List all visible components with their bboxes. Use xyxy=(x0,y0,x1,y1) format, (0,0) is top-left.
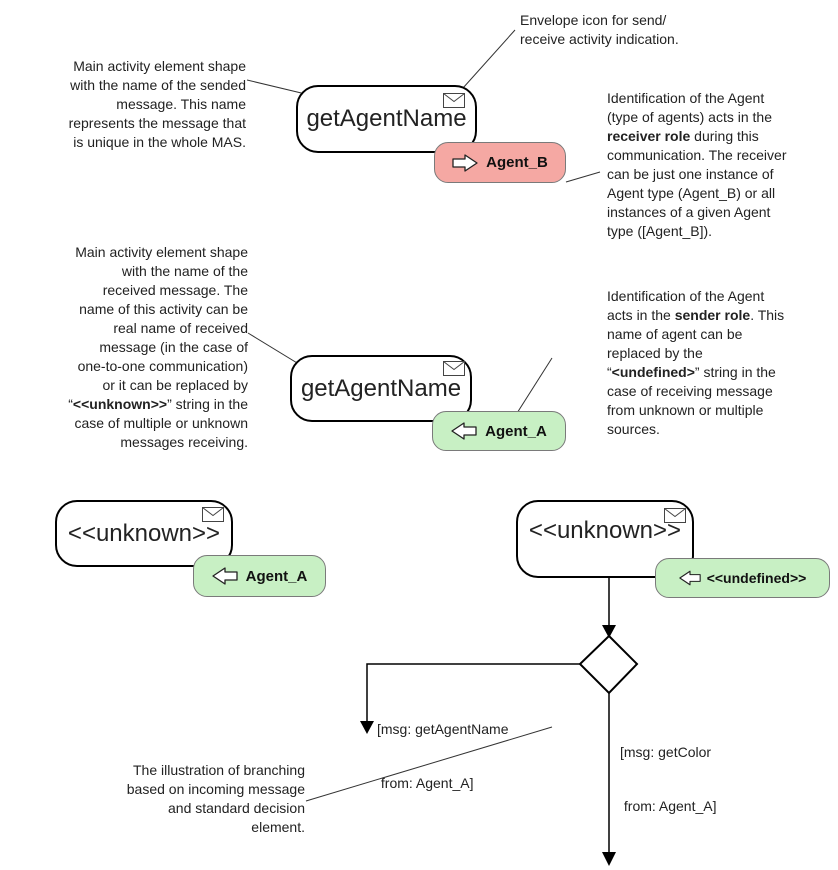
receiver-agent-label: Agent_B xyxy=(486,154,548,171)
envelope-note: Envelope icon for send/ receive activity… xyxy=(520,12,679,47)
envelope-note-leader xyxy=(462,29,516,89)
envelope-icon xyxy=(202,507,224,522)
decision-diamond xyxy=(578,634,639,695)
receive-activity[interactable]: getAgentName xyxy=(290,355,472,422)
branching-note: The illustration of branching based on i… xyxy=(126,762,305,835)
receiver-role-note: Identification of the Agent (type of age… xyxy=(607,90,787,239)
sender-agent-badge-2[interactable]: Agent_A xyxy=(193,555,326,597)
arrow-left-icon xyxy=(678,570,701,586)
arrow-left-icon xyxy=(451,422,477,440)
receive-activity-label: getAgentName xyxy=(300,374,462,402)
guard-left: [msg: getAgentName from: Agent_A] xyxy=(377,721,509,791)
receiver-note-leader xyxy=(565,171,601,183)
unknown-activity-right-label: <<unknown>> xyxy=(528,517,682,544)
receiver-role-keyword: receiver role xyxy=(607,128,691,144)
envelope-icon xyxy=(443,361,465,376)
guard-right: [msg: getColor from: Agent_A] xyxy=(620,744,717,814)
flow-line-left-branch xyxy=(366,663,580,723)
arrowhead-into-decision xyxy=(602,625,616,638)
arrowhead-left-branch xyxy=(360,721,374,734)
envelope-icon xyxy=(664,508,686,523)
sender-agent-label-2: Agent_A xyxy=(245,567,308,585)
arrowhead-right-branch xyxy=(602,852,616,866)
unknown-keyword: <<unknown>> xyxy=(72,396,168,412)
receiver-agent-badge[interactable]: Agent_B xyxy=(434,142,566,183)
receive-activity-note: Main activity element shape with the nam… xyxy=(68,244,248,450)
unknown-activity-left-label: <<unknown>> xyxy=(67,519,221,547)
sender-role-keyword: sender role xyxy=(674,307,751,323)
arrow-right-icon xyxy=(452,153,478,172)
undefined-agent-label: <<undefined>> xyxy=(706,570,807,586)
undefined-agent-badge[interactable]: <<undefined>> xyxy=(655,558,830,598)
send-activity-note: Main activity element shape with the nam… xyxy=(68,58,246,150)
arrow-left-icon xyxy=(212,567,238,585)
sender-agent-badge[interactable]: Agent_A xyxy=(432,411,566,451)
envelope-icon xyxy=(443,93,465,108)
sender-agent-label: Agent_A xyxy=(485,422,547,440)
branching-note-leader xyxy=(305,726,553,802)
sender-role-note: Identification of the Agent acts in the … xyxy=(607,288,785,437)
undefined-keyword: <undefined> xyxy=(611,364,695,380)
send-activity-label: getAgentName xyxy=(306,105,467,132)
